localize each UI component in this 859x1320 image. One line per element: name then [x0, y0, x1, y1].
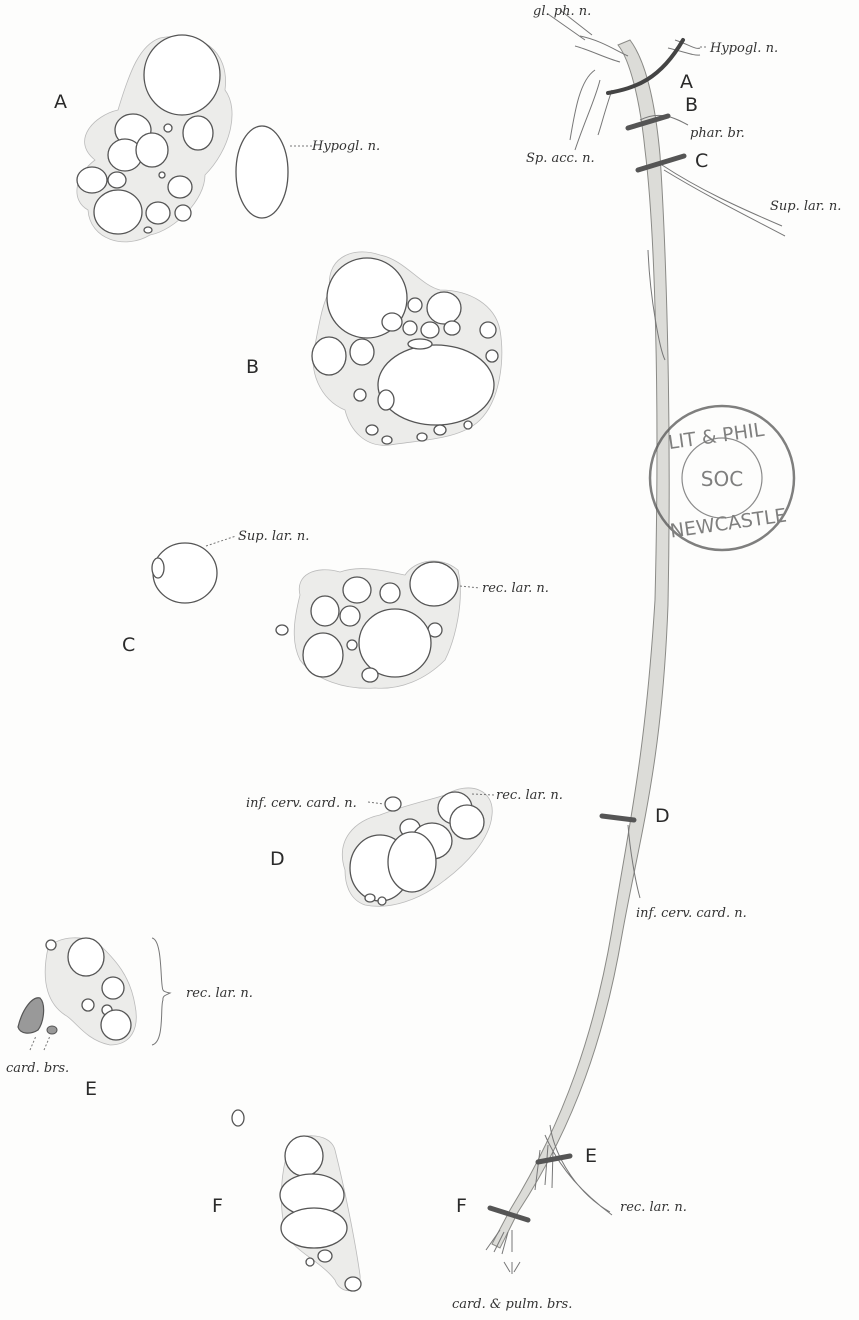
label-d-rec-lar: rec. lar. n.: [496, 788, 563, 803]
cut-letter-a: A: [680, 71, 693, 93]
cut-letter-e: E: [585, 1145, 597, 1167]
label-inf-cerv: inf. cerv. card. n.: [636, 906, 747, 921]
cross-section-c: Sup. lar. n. rec. lar. n. C: [122, 529, 549, 688]
label-a-hypogl: Hypogl. n.: [311, 139, 380, 154]
cut-letter-b: B: [685, 94, 698, 116]
label-phar: phar. br.: [690, 126, 745, 141]
label-hypogl: Hypogl. n.: [709, 41, 778, 56]
label-c-sup-lar: Sup. lar. n.: [238, 529, 309, 544]
label-c-rec-lar: rec. lar. n.: [482, 581, 549, 596]
cross-section-a: Hypogl. n. A: [54, 35, 380, 242]
cut-d-mark: [602, 816, 634, 820]
stamp-line-1: LIT & PHIL: [667, 419, 766, 454]
stamp-line-3: NEWCASTLE: [669, 504, 788, 542]
cross-section-b: B: [246, 252, 502, 445]
label-gl-ph: gl. ph. n.: [533, 4, 591, 19]
label-e-rec-lar: rec. lar. n.: [186, 986, 253, 1001]
label-e-card: card. brs.: [6, 1061, 69, 1076]
library-stamp: LIT & PHIL SOC NEWCASTLE: [650, 406, 794, 550]
glossopharyngeal-nerve: [575, 36, 628, 62]
cut-letter-d: D: [655, 805, 670, 827]
superior-laryngeal-nerve: [662, 165, 785, 236]
section-letter-c: C: [122, 634, 135, 656]
section-letter-b: B: [246, 356, 259, 378]
card-pulm-arrow: [504, 1262, 520, 1274]
cut-letter-f: F: [456, 1195, 467, 1217]
label-sup-lar: Sup. lar. n.: [770, 199, 841, 214]
cross-section-e: card. brs. rec. lar. n. E: [6, 938, 253, 1100]
label-d-inf-cerv: inf. cerv. card. n.: [246, 796, 357, 811]
spinal-accessory-branches: [570, 70, 612, 150]
card-brs-section: [18, 998, 44, 1033]
section-letter-d: D: [270, 848, 285, 870]
cut-letter-c: C: [695, 150, 708, 172]
label-card-pulm: card. & pulm. brs.: [452, 1297, 572, 1312]
cross-section-f: F: [212, 1110, 361, 1291]
hypoglossal-section: [236, 126, 288, 218]
cross-section-d: inf. cerv. card. n. rec. lar. n. D: [246, 788, 563, 906]
section-letter-e: E: [85, 1078, 97, 1100]
label-sp-acc: Sp. acc. n.: [526, 151, 595, 166]
label-rec-lar: rec. lar. n.: [620, 1200, 687, 1215]
section-letter-a: A: [54, 91, 67, 113]
stamp-line-2: SOC: [701, 467, 743, 491]
section-letter-f: F: [212, 1195, 223, 1217]
vagus-nerve: A B C D E F gl. ph. n. Hypogl. n. phar. …: [452, 4, 841, 1312]
